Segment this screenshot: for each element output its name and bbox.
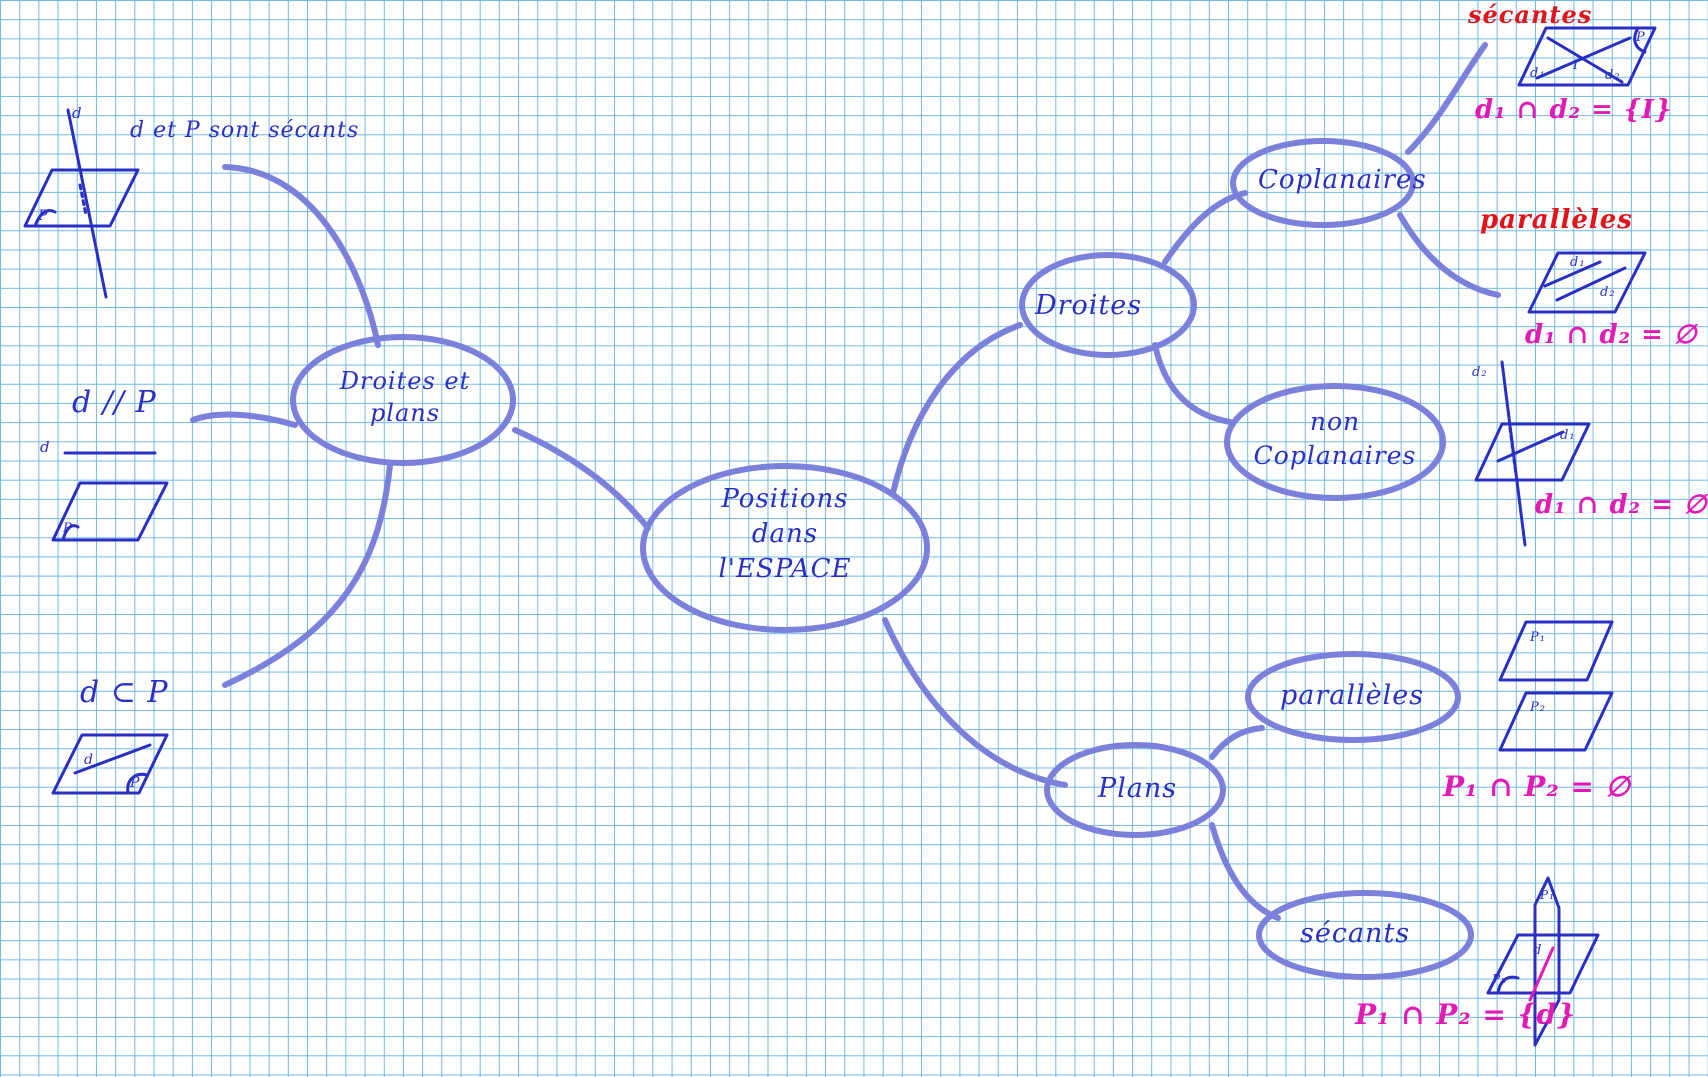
fig-secantes-p-label: P [1636, 30, 1646, 45]
fig-ps-angle [1496, 975, 1520, 995]
node-center-ellipse [640, 463, 930, 633]
node-coplanaires-ellipse [1230, 138, 1416, 228]
fig-ps-plane-horizontal [1486, 933, 1600, 995]
fig-secant-hidden [78, 183, 88, 217]
connector-coplanaires-paralleles [1397, 212, 1501, 298]
fig-included-plane [51, 733, 169, 795]
plans-secants-node-label: sécants [1300, 918, 1411, 949]
fig-paralleles-d2 [1555, 266, 1627, 302]
fig-noncop-plane [1474, 422, 1591, 482]
fig-pp-plane2 [1498, 691, 1614, 752]
fig-included-p-label: P [130, 775, 141, 791]
connector-center-droites [890, 322, 1023, 496]
center-node-label: Positions dans l'ESPACE [718, 484, 852, 585]
connector-plans-paralleles [1209, 725, 1265, 760]
fig-noncop-d1 [1496, 430, 1565, 463]
fig-noncop-d2-label: d₂ [1472, 365, 1488, 380]
fig-parallel-plane [51, 481, 169, 542]
connector-dp-included [222, 462, 393, 688]
fig-paralleles-d2-label: d₂ [1600, 285, 1616, 300]
secantes-formula: d₁ ∩ d₂ = {I} [1475, 95, 1673, 125]
node-noncoplanaires-ellipse [1224, 383, 1446, 501]
parallel-caption: d // P [72, 385, 157, 420]
fig-secantes-d2-label: d₂ [1605, 68, 1621, 83]
connector-plans-secants [1209, 822, 1281, 921]
connector-coplanaires-secantes [1405, 42, 1488, 155]
fig-parallel-p-label: P [63, 521, 73, 536]
fig-ps-d-label: d [1533, 943, 1543, 958]
fig-secantes-plane [1517, 26, 1657, 87]
droites-plans-node-label: Droites et plans [339, 367, 471, 428]
paralleles-title: parallèles [1480, 205, 1633, 235]
connector-center-plans [882, 617, 1068, 788]
fig-pp-p1-label: P₁ [1530, 630, 1546, 645]
connector-droites-noncoplanaires [1152, 342, 1233, 425]
fig-paralleles-plane [1527, 251, 1647, 314]
included-caption: d ⊂ P [80, 675, 169, 710]
fig-ps-line [1528, 946, 1555, 1002]
fig-pp-plane1 [1498, 620, 1614, 682]
fig-noncop-d1-label: d₁ [1560, 428, 1576, 443]
node-plans-ellipse [1044, 742, 1226, 838]
coplanaires-node-label: Coplanaires [1258, 165, 1427, 195]
plans-node-label: Plans [1098, 773, 1178, 804]
fig-secant-p-label: P [38, 208, 49, 224]
fig-paralleles-d1-label: d₁ [1570, 255, 1586, 270]
plans-secants-formula: P₁ ∩ P₂ = {d} [1355, 998, 1577, 1031]
fig-pp-p2-label: P₂ [1530, 700, 1546, 715]
fig-secantes-angle [1633, 26, 1647, 54]
plans-paralleles-formula: P₁ ∩ P₂ = ∅ [1443, 770, 1631, 803]
noncoplanaires-formula: d₁ ∩ d₂ = ∅ [1535, 490, 1708, 520]
fig-secant-d-label: d [72, 104, 83, 122]
node-droites-ellipse [1019, 252, 1197, 358]
fig-secant-line [66, 108, 108, 299]
secantes-title: sécantes [1468, 0, 1593, 29]
fig-included-d-label: d [84, 752, 94, 768]
fig-paralleles-d1 [1543, 260, 1602, 288]
fig-noncop-hidden [1508, 426, 1518, 477]
fig-parallel-angle [61, 524, 80, 542]
paralleles-formula: d₁ ∩ d₂ = ∅ [1525, 320, 1698, 350]
fig-included-line [73, 743, 152, 775]
connector-center-droites-plans [512, 427, 651, 531]
fig-parallel-d-label: d [40, 438, 51, 456]
secants-caption: d et P sont sécants [130, 118, 360, 143]
fig-secant-plane [23, 168, 140, 228]
node-droites-plans-ellipse [290, 334, 516, 466]
connector-dp-secants [222, 164, 381, 348]
fig-ps-p2-label: P₂ [1492, 972, 1507, 986]
droites-node-label: Droites [1035, 290, 1143, 321]
fig-secantes-d2 [1546, 36, 1624, 84]
fig-secant-angle [33, 209, 57, 228]
fig-secantes-d1-label: d₁ [1530, 66, 1546, 81]
noncoplanaires-node-label: non Coplanaires [1253, 407, 1417, 470]
fig-ps-plane-vertical [1533, 876, 1561, 1047]
connector-dp-parallel [190, 411, 298, 428]
node-plans-secants-ellipse [1256, 890, 1474, 980]
node-plans-paralleles-ellipse [1245, 651, 1461, 743]
fig-included-angle [126, 772, 149, 795]
plans-paralleles-node-label: parallèles [1280, 680, 1425, 711]
fig-secantes-i-label: I [1573, 58, 1580, 73]
fig-ps-p1-label: P₁ [1540, 888, 1555, 902]
